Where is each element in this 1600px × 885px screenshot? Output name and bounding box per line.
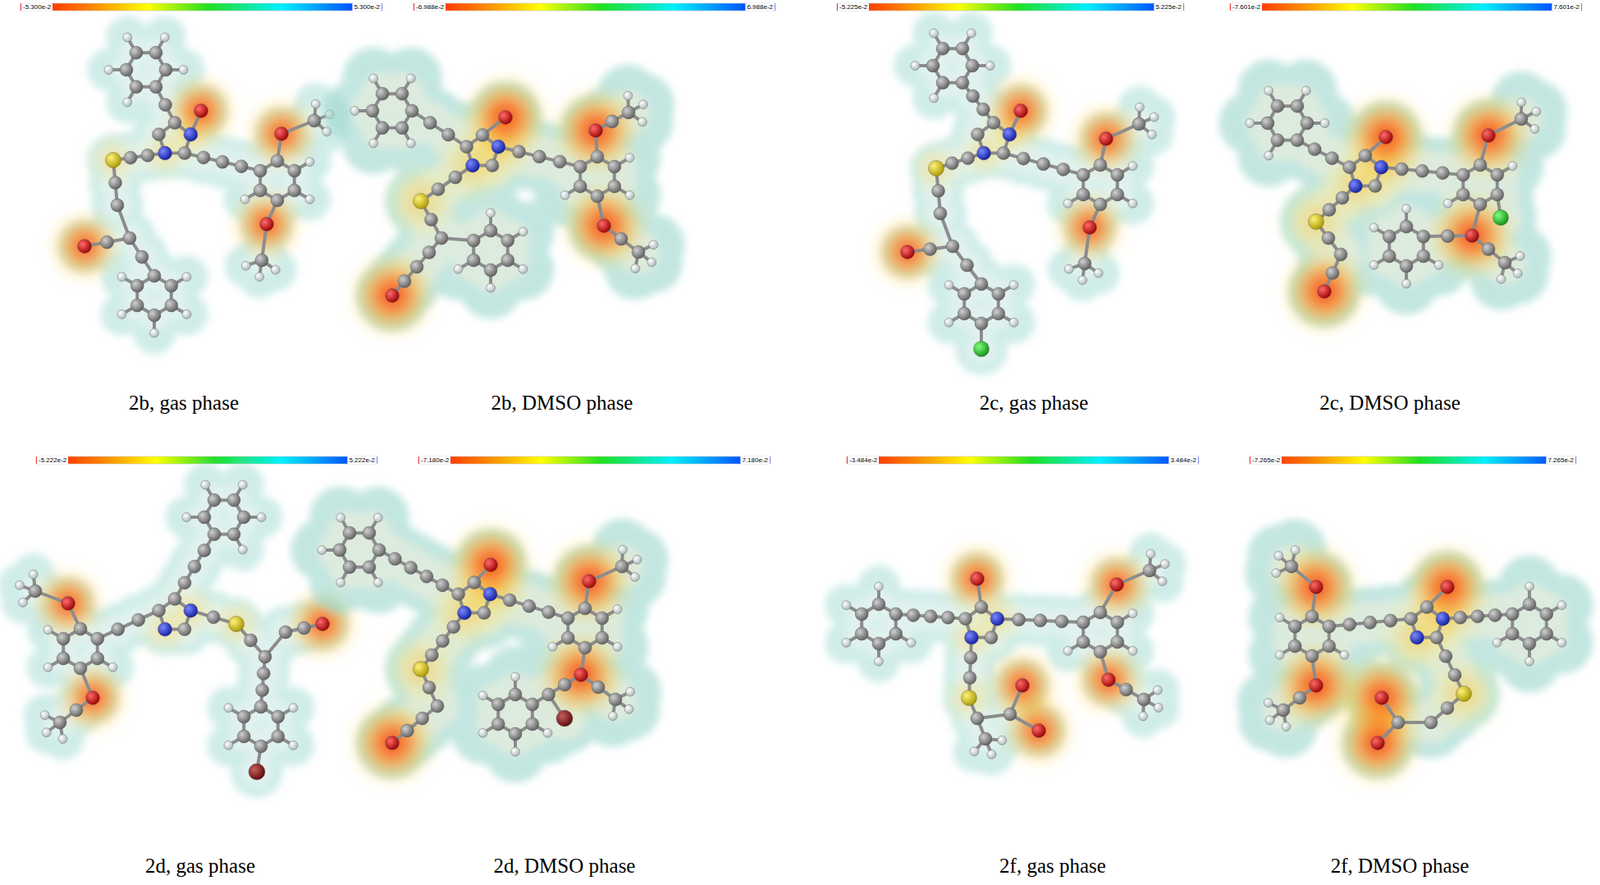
panel-caption: 2c, DMSO phase bbox=[1319, 390, 1461, 415]
negative-region bbox=[351, 76, 645, 337]
panel-caption: 2d, gas phase bbox=[145, 853, 256, 878]
scale-limit: -7.265e-2 bbox=[1250, 456, 1282, 464]
negative-region bbox=[1275, 545, 1501, 784]
atoms bbox=[1245, 86, 1541, 298]
panel-caption: 2b, DMSO phase bbox=[491, 390, 634, 415]
bonds bbox=[19, 484, 323, 772]
color-scale-bar bbox=[20, 3, 383, 11]
color-scale-bar bbox=[36, 456, 378, 464]
scale-limit: 7.265e-2 bbox=[1545, 456, 1576, 464]
panel-caption: 2d, DMSO phase bbox=[493, 853, 636, 878]
scale-limit: -3.484e-2 bbox=[847, 456, 879, 464]
negative-region bbox=[351, 523, 631, 784]
atoms bbox=[77, 32, 335, 338]
mep-molecule bbox=[0, 463, 356, 798]
scale-limit: 5.225e-2 bbox=[1153, 3, 1184, 11]
potential-surface bbox=[0, 463, 349, 798]
scale-limit: 5.300e-2 bbox=[352, 3, 382, 11]
panel-caption: 2b, gas phase bbox=[128, 390, 239, 415]
panel-caption: 2f, gas phase bbox=[999, 853, 1107, 878]
scale-limit: -7.601e-2 bbox=[1230, 3, 1262, 11]
scale-limit: 7.601e-2 bbox=[1551, 3, 1582, 11]
mep-molecule bbox=[51, 16, 352, 355]
bonds bbox=[84, 37, 330, 334]
potential-surface bbox=[58, 16, 352, 355]
atoms bbox=[1263, 545, 1567, 750]
negative-region bbox=[1279, 94, 1530, 333]
scale-limit: 7.180e-2 bbox=[740, 456, 770, 464]
bonds bbox=[1268, 549, 1563, 743]
potential-surface-core bbox=[891, 32, 1155, 365]
atoms bbox=[350, 73, 659, 302]
scale-limit: 3.484e-2 bbox=[1168, 456, 1198, 464]
atoms bbox=[14, 480, 330, 780]
scale-limit: 6.988e-2 bbox=[745, 3, 775, 11]
color-scale-bar bbox=[1249, 456, 1577, 464]
scale-limit: -6.988e-2 bbox=[414, 3, 446, 11]
mep-molecule bbox=[323, 47, 685, 337]
bonds bbox=[907, 33, 1155, 349]
scale-limit: -5.222e-2 bbox=[36, 456, 69, 464]
scale-limit: -5.225e-2 bbox=[837, 3, 869, 11]
panel-caption: 2c, gas phase bbox=[979, 390, 1089, 415]
color-scale-bars bbox=[20, 3, 1582, 464]
scale-limit: 5.222e-2 bbox=[347, 456, 377, 464]
potential-surface bbox=[290, 486, 668, 783]
potential-surface bbox=[881, 12, 1176, 375]
potential-surface-core bbox=[68, 36, 330, 331]
color-scale-bar bbox=[846, 456, 1199, 464]
mep-molecule bbox=[1218, 59, 1568, 333]
potential-surface-core bbox=[19, 484, 339, 787]
negative-region bbox=[944, 545, 1150, 764]
panel-caption: 2f, DMSO phase bbox=[1330, 853, 1470, 878]
color-scale-bar bbox=[836, 3, 1184, 11]
atoms bbox=[317, 512, 642, 756]
negative-region bbox=[51, 77, 315, 279]
potential-surface bbox=[825, 532, 1187, 776]
bonds bbox=[321, 517, 637, 752]
mep-molecule bbox=[874, 12, 1176, 375]
mep-molecule bbox=[290, 486, 668, 784]
potential-surface bbox=[1218, 59, 1568, 328]
color-scale-bar bbox=[413, 3, 776, 11]
mep-molecule bbox=[1237, 518, 1594, 784]
atoms bbox=[900, 28, 1160, 357]
mep-molecule bbox=[825, 532, 1187, 776]
negative-region bbox=[874, 77, 1139, 285]
bonds bbox=[354, 78, 654, 296]
atoms bbox=[841, 548, 1170, 759]
bonds bbox=[1249, 91, 1536, 292]
negative-region bbox=[35, 570, 356, 731]
color-scale-bar bbox=[418, 456, 771, 464]
color-scale-bar bbox=[1229, 3, 1582, 11]
bonds bbox=[846, 553, 1166, 755]
scale-limit: -5.300e-2 bbox=[21, 3, 53, 11]
scale-limit: -7.180e-2 bbox=[419, 456, 451, 464]
